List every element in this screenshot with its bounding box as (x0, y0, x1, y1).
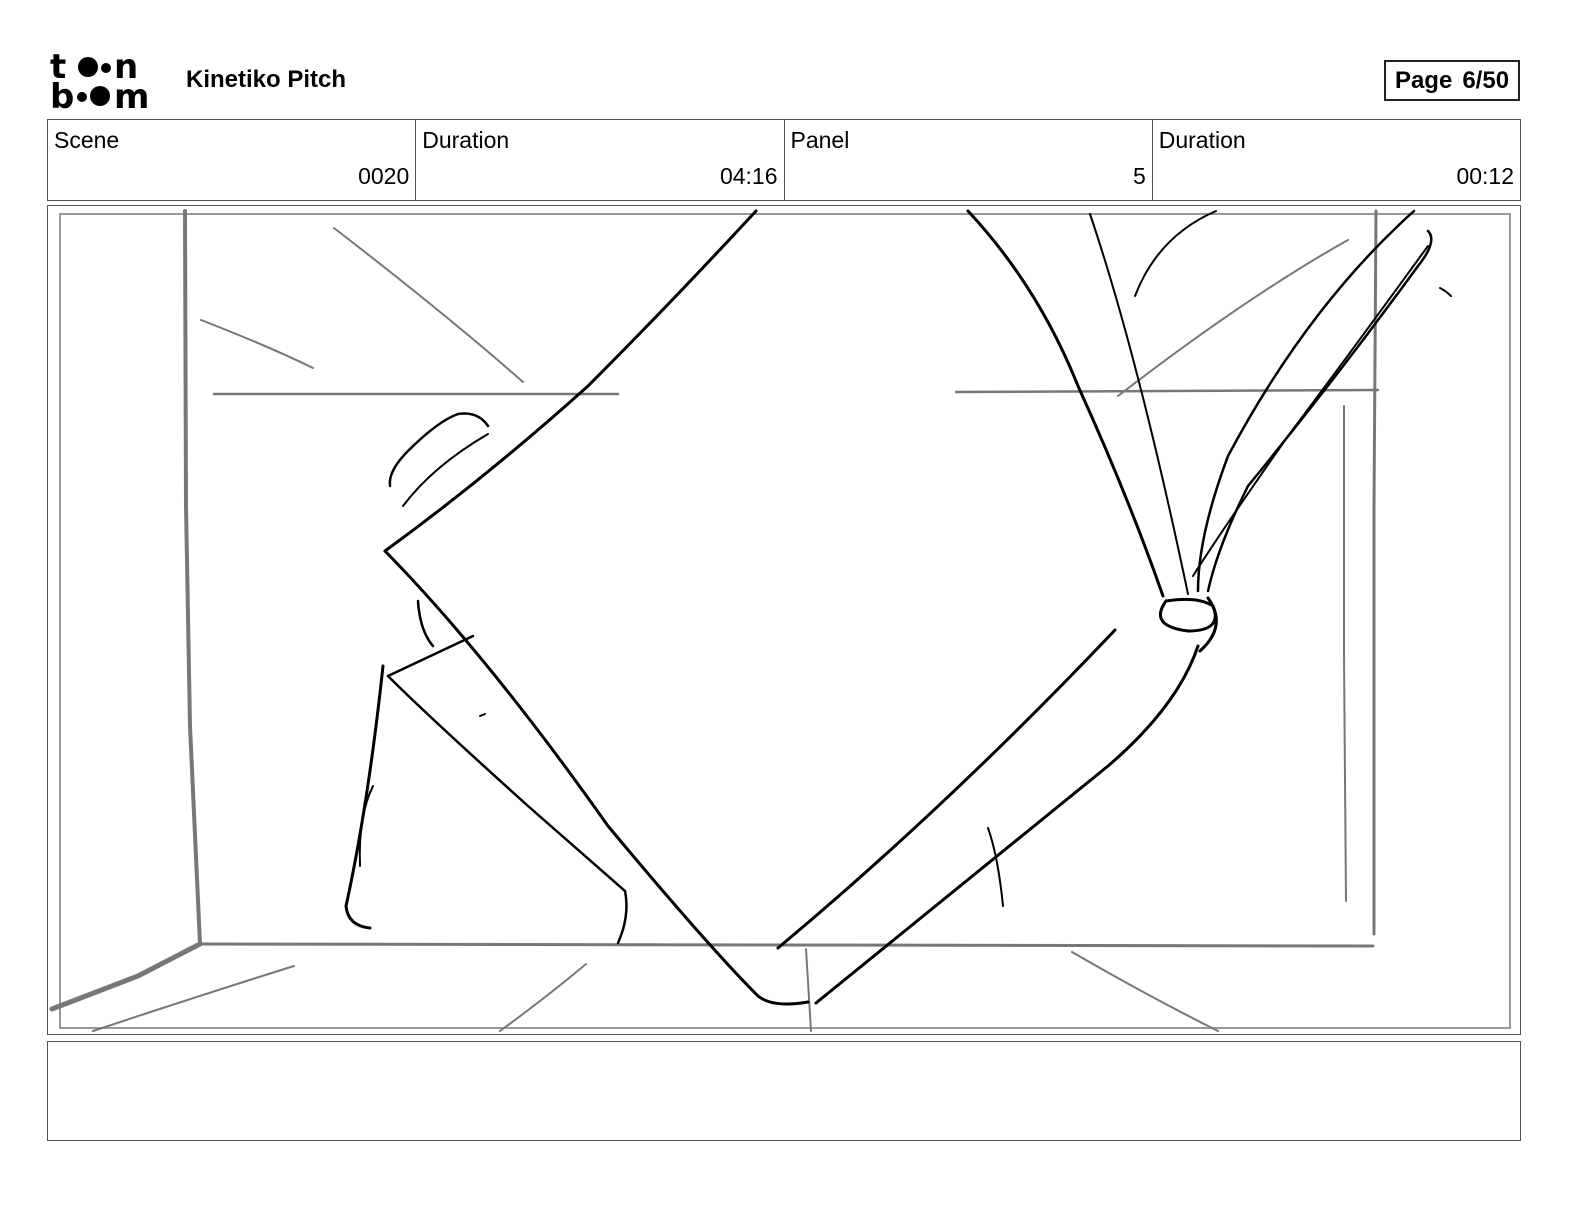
panel-duration-label: Duration (1158, 127, 1246, 153)
room-lines (49, 209, 1380, 1032)
toonboom-logo: t n b m (50, 47, 165, 117)
svg-text:b: b (50, 77, 74, 112)
panel-duration-value: 00:12 (1456, 163, 1514, 189)
panel-value: 5 (1132, 163, 1146, 189)
safe-frame (59, 213, 1511, 1029)
panel-cell: Panel 5 (785, 120, 1153, 200)
scene-duration-label: Duration (422, 127, 510, 153)
svg-text:t: t (50, 50, 66, 87)
character-lines (344, 209, 1452, 1006)
svg-text:m: m (114, 77, 149, 112)
panel-duration-cell: Duration 00:12 (1153, 120, 1520, 200)
scene-label: Scene (54, 127, 120, 153)
notes-box[interactable] (47, 1041, 1521, 1141)
svg-text:n: n (114, 50, 138, 87)
panel-sketch (49, 209, 1511, 1032)
scene-info-table: Scene 0020 Duration 04:16 Panel 5 Durati… (47, 119, 1521, 201)
storyboard-panel (47, 205, 1521, 1035)
panel-label: Panel (790, 127, 850, 153)
page-indicator: Page 6/50 (1384, 60, 1520, 101)
scene-duration-cell: Duration 04:16 (416, 120, 785, 200)
scene-duration-value: 04:16 (719, 163, 778, 189)
scene-value: 0020 (358, 163, 410, 189)
page-label: Page (1394, 66, 1453, 94)
scene-cell: Scene 0020 (48, 120, 417, 200)
page-number: 6/50 (1462, 66, 1510, 94)
project-title: Kinetiko Pitch (186, 66, 347, 93)
